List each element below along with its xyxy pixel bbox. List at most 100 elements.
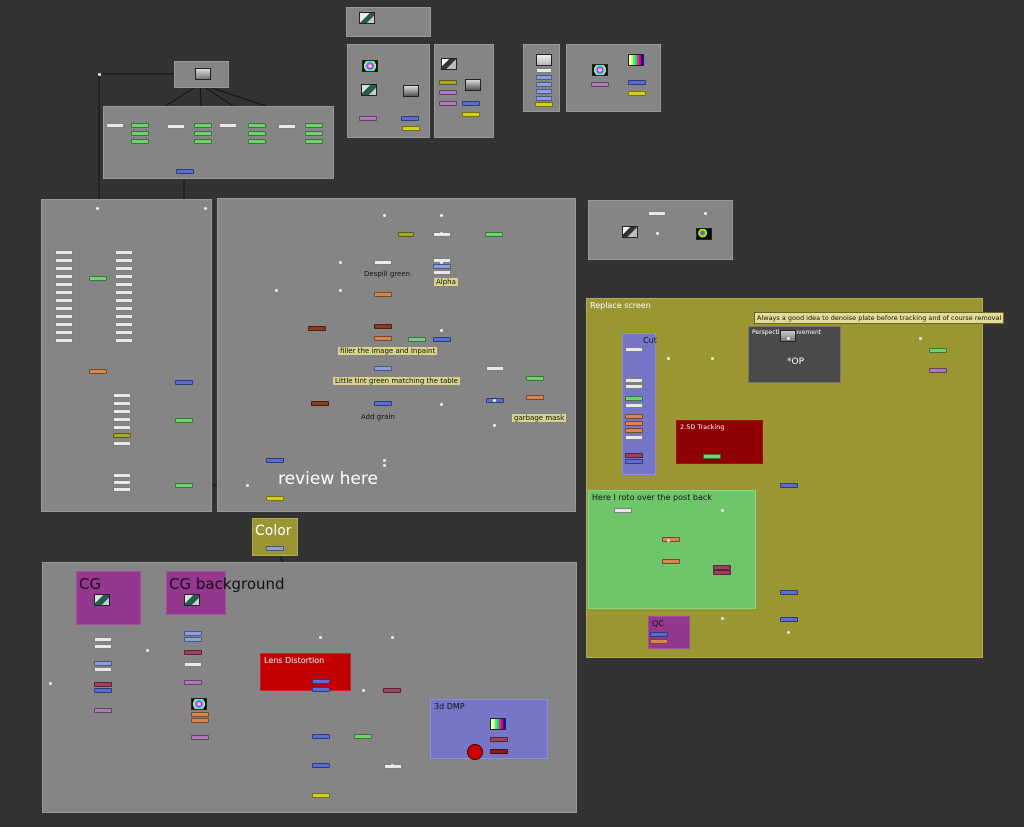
graph-node[interactable] — [184, 680, 202, 685]
color-wheel-icon[interactable] — [362, 60, 378, 72]
backdrop-qc[interactable]: QC — [648, 616, 690, 649]
graph-node[interactable] — [490, 749, 508, 754]
graph-node[interactable] — [94, 637, 112, 642]
graph-node[interactable] — [625, 414, 643, 419]
graph-node[interactable] — [175, 483, 193, 488]
graph-node[interactable] — [433, 270, 451, 275]
dot-node[interactable] — [440, 261, 443, 264]
graph-node[interactable] — [439, 80, 457, 85]
graph-node[interactable] — [191, 718, 209, 723]
graph-node[interactable] — [312, 679, 330, 684]
graph-node[interactable] — [113, 409, 131, 414]
graph-node[interactable] — [625, 435, 643, 440]
backdrop-top-d[interactable] — [566, 44, 661, 112]
graph-node[interactable] — [194, 131, 212, 136]
graph-node[interactable] — [94, 661, 112, 666]
graph-node[interactable] — [780, 617, 798, 622]
graph-node[interactable] — [94, 667, 112, 672]
graph-node[interactable] — [308, 326, 326, 331]
dot-node[interactable] — [721, 617, 724, 620]
dot-node[interactable] — [721, 509, 724, 512]
dot-node[interactable] — [383, 464, 386, 467]
graph-node[interactable] — [408, 337, 426, 342]
dot-node[interactable] — [391, 764, 394, 767]
graph-node[interactable] — [486, 366, 504, 371]
graph-node[interactable] — [94, 708, 112, 713]
graph-node[interactable] — [113, 441, 131, 446]
backdrop-3d-dmp[interactable]: 3d DMP — [430, 699, 548, 759]
dot-node[interactable] — [704, 212, 707, 215]
graph-node[interactable] — [113, 473, 131, 478]
dot-node[interactable] — [383, 459, 386, 462]
graph-node[interactable] — [266, 458, 284, 463]
image-thumbnail-icon[interactable] — [361, 84, 377, 96]
graph-node[interactable] — [628, 80, 646, 85]
graph-node[interactable] — [490, 737, 508, 742]
graph-node[interactable] — [266, 496, 284, 501]
image-thumbnail-icon[interactable] — [403, 85, 419, 97]
graph-node[interactable] — [625, 421, 643, 426]
dot-node[interactable] — [319, 636, 322, 639]
dot-node[interactable] — [362, 689, 365, 692]
image-thumbnail-icon[interactable] — [536, 54, 552, 66]
graph-node[interactable] — [55, 274, 73, 279]
graph-node[interactable] — [780, 590, 798, 595]
graph-node[interactable] — [374, 336, 392, 341]
dot-node[interactable] — [339, 261, 342, 264]
color-wheel-icon[interactable] — [592, 64, 608, 76]
backdrop-left-gray[interactable] — [41, 199, 212, 512]
graph-node[interactable] — [113, 417, 131, 422]
graph-node[interactable] — [526, 395, 544, 400]
graph-node[interactable] — [374, 366, 392, 371]
graph-node[interactable] — [312, 734, 330, 739]
graph-node[interactable] — [374, 292, 392, 297]
graph-node[interactable] — [536, 89, 552, 94]
graph-node[interactable] — [662, 537, 680, 542]
graph-node[interactable] — [625, 384, 643, 389]
image-thumbnail-icon[interactable] — [184, 594, 200, 606]
dot-node[interactable] — [440, 232, 443, 235]
denoise-sticky-note[interactable]: Always a good idea to denoise plate befo… — [754, 312, 1005, 324]
graph-node[interactable] — [131, 139, 149, 144]
graph-node[interactable] — [628, 91, 646, 96]
graph-node[interactable] — [248, 131, 266, 136]
dot-node[interactable] — [204, 207, 207, 210]
graph-node[interactable] — [115, 250, 133, 255]
graph-node[interactable] — [194, 139, 212, 144]
dot-node[interactable] — [493, 399, 496, 402]
graph-node[interactable] — [55, 338, 73, 343]
graph-node[interactable] — [266, 546, 284, 551]
graph-node[interactable] — [115, 290, 133, 295]
graph-node[interactable] — [55, 282, 73, 287]
graph-node[interactable] — [625, 459, 643, 464]
graph-node[interactable] — [55, 330, 73, 335]
graph-node[interactable] — [113, 480, 131, 485]
graph-node[interactable] — [184, 631, 202, 636]
graph-node[interactable] — [55, 258, 73, 263]
backdrop-color[interactable]: Color — [252, 518, 298, 556]
graph-node[interactable] — [354, 734, 372, 739]
graph-node[interactable] — [278, 124, 296, 129]
graph-node[interactable] — [248, 139, 266, 144]
graph-node[interactable] — [614, 508, 632, 513]
graph-node[interactable] — [536, 75, 552, 80]
image-thumbnail-icon[interactable] — [622, 226, 638, 238]
graph-node[interactable] — [439, 101, 457, 106]
dot-node[interactable] — [96, 207, 99, 210]
graph-node[interactable] — [359, 116, 377, 121]
dot-node[interactable] — [146, 649, 149, 652]
dot-node[interactable] — [493, 424, 496, 427]
graph-node[interactable] — [113, 401, 131, 406]
dot-node[interactable] — [383, 261, 386, 264]
graph-node[interactable] — [55, 290, 73, 295]
graph-node[interactable] — [55, 314, 73, 319]
graph-node[interactable] — [929, 348, 947, 353]
graph-node[interactable] — [115, 322, 133, 327]
image-thumbnail-icon[interactable] — [195, 68, 211, 80]
graph-node[interactable] — [312, 763, 330, 768]
graph-node[interactable] — [650, 639, 668, 644]
graph-node[interactable] — [625, 347, 643, 352]
graph-node[interactable] — [536, 82, 552, 87]
image-thumbnail-icon[interactable] — [359, 12, 375, 24]
graph-node[interactable] — [402, 126, 420, 131]
